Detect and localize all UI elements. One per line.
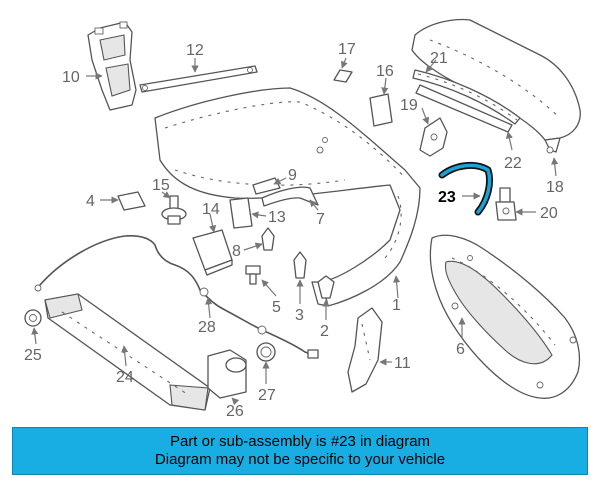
callout-15[interactable]: 15 bbox=[152, 177, 170, 194]
callout-numbers: 10 12 17 16 19 21 22 18 20 23 9 7 13 14 … bbox=[24, 41, 564, 420]
callout-3[interactable]: 3 bbox=[295, 307, 304, 324]
callout-11[interactable]: 11 bbox=[394, 355, 411, 372]
callout-13[interactable]: 13 bbox=[268, 209, 286, 226]
callout-22[interactable]: 22 bbox=[504, 155, 522, 172]
part-10-bracket bbox=[87, 21, 137, 111]
part-24-reinforcement bbox=[44, 293, 211, 411]
part-5-clip bbox=[245, 265, 261, 285]
banner-line-1: Part or sub-assembly is #23 in diagram bbox=[169, 433, 431, 450]
part-11-bracket bbox=[347, 307, 383, 393]
part-8-clip bbox=[261, 227, 275, 251]
callout-12[interactable]: 12 bbox=[186, 42, 204, 59]
part-23-highlighted-bracket bbox=[438, 161, 494, 216]
callout-25[interactable]: 25 bbox=[24, 347, 42, 364]
callout-19[interactable]: 19 bbox=[400, 97, 418, 114]
part-7-bracket bbox=[261, 186, 319, 207]
part-26-sensor bbox=[207, 349, 247, 399]
callout-7[interactable]: 7 bbox=[316, 211, 325, 228]
info-banner: Part or sub-assembly is #23 in diagram D… bbox=[12, 427, 588, 475]
callout-1[interactable]: 1 bbox=[392, 297, 401, 314]
part-14-module bbox=[192, 229, 233, 276]
callout-17[interactable]: 17 bbox=[338, 41, 356, 58]
part-12-rail bbox=[139, 65, 258, 93]
part-21-strip bbox=[412, 69, 521, 125]
part-28-wire-harness bbox=[34, 235, 319, 359]
callout-2[interactable]: 2 bbox=[320, 323, 329, 340]
part-2-stud bbox=[317, 275, 335, 299]
callout-4[interactable]: 4 bbox=[86, 193, 95, 210]
callout-6[interactable]: 6 bbox=[456, 341, 465, 358]
callout-27[interactable]: 27 bbox=[258, 387, 276, 404]
callout-5[interactable]: 5 bbox=[272, 299, 281, 316]
callout-24[interactable]: 24 bbox=[116, 369, 134, 386]
callout-20[interactable]: 20 bbox=[540, 205, 558, 222]
part-9-bracket bbox=[252, 177, 281, 195]
callout-28[interactable]: 28 bbox=[198, 319, 216, 336]
callout-21[interactable]: 21 bbox=[430, 50, 448, 67]
part-3-stud bbox=[293, 251, 307, 279]
callout-16[interactable]: 16 bbox=[376, 63, 394, 80]
part-6-carrier bbox=[429, 234, 581, 399]
banner-line-2: Diagram may not be specific to your vehi… bbox=[154, 451, 446, 468]
part-27-ring bbox=[256, 342, 276, 362]
callout-10[interactable]: 10 bbox=[62, 69, 80, 86]
part-25-cap bbox=[24, 309, 42, 327]
part-16-absorber bbox=[369, 93, 393, 127]
part-17-clip bbox=[333, 69, 353, 83]
part-4-pad bbox=[117, 191, 146, 211]
part-20-fastener bbox=[495, 187, 517, 221]
parts-diagram: 10 12 17 16 19 21 22 18 20 23 9 7 13 14 … bbox=[24, 18, 581, 420]
callout-18[interactable]: 18 bbox=[546, 179, 564, 196]
callout-26[interactable]: 26 bbox=[226, 403, 244, 420]
leader-lines bbox=[31, 57, 559, 406]
part-15-pin bbox=[161, 195, 187, 225]
callout-23[interactable]: 23 bbox=[438, 189, 456, 206]
callout-9[interactable]: 9 bbox=[288, 167, 297, 184]
callout-14[interactable]: 14 bbox=[202, 201, 220, 218]
callout-8[interactable]: 8 bbox=[232, 243, 241, 260]
part-13-block bbox=[229, 197, 253, 229]
part-19-bracket bbox=[419, 117, 448, 157]
